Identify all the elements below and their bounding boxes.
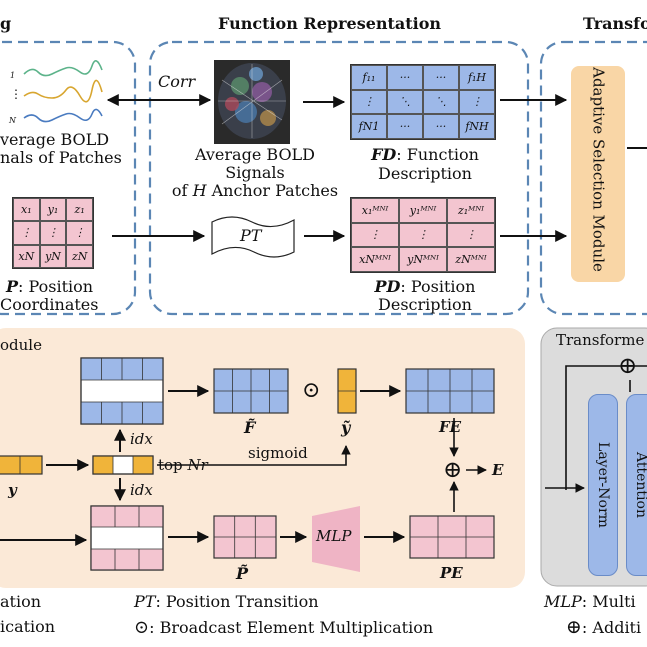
- p-cell: zN: [66, 244, 93, 268]
- p-cell: xN: [13, 244, 40, 268]
- title-function-representation: Function Representation: [218, 14, 442, 33]
- legend-pt: PT: Position Transition: [134, 592, 319, 611]
- pd-label-line2: Description: [378, 295, 472, 314]
- f-tilde-label: F̃: [244, 418, 256, 437]
- mlp-trapezoid: [312, 506, 360, 572]
- y-tilde-vector: [337, 368, 357, 414]
- section-box-function: [148, 40, 530, 316]
- pd-cell: z₁ᴹᴺᴵ: [447, 198, 495, 223]
- pe-matrix: [409, 515, 495, 559]
- pd-cell: y₁ᴹᴺᴵ: [399, 198, 447, 223]
- fd-cell: ⋮: [351, 89, 387, 115]
- mlp-label: MLP: [316, 527, 352, 545]
- legend-mlp: MLP: Multi: [544, 592, 636, 611]
- p-cell: ⋮: [39, 221, 67, 245]
- selected-p-matrix: [90, 505, 164, 571]
- p-cell: z₁: [66, 198, 93, 222]
- fd-cell: f₁₁: [351, 65, 387, 90]
- fd-cell: ···: [387, 65, 423, 90]
- fd-cell: fNH: [459, 114, 495, 139]
- fe-label: FE: [439, 418, 462, 436]
- top-nr-label: top Nr: [158, 456, 208, 474]
- p-cell: yN: [39, 244, 67, 268]
- sigmoid-label: sigmoid: [248, 444, 308, 462]
- adaptive-selection-box: [571, 66, 625, 282]
- idx-up-label: idx: [130, 430, 153, 448]
- bold-label-line2: nals of Patches: [0, 148, 122, 167]
- oplus-operator: ⊕: [443, 457, 463, 483]
- legend-oplus: ⊕: Additi: [566, 616, 642, 638]
- pd-cell: ⋮: [399, 222, 447, 248]
- p-cell: ⋮: [66, 221, 93, 245]
- y-vector: [0, 455, 43, 475]
- p-label-line2: Coordinates: [0, 295, 99, 314]
- title-transformer-partial: Transfo: [583, 14, 647, 33]
- fd-cell: ⋮: [459, 89, 495, 115]
- anchor-label-line2: Signals: [225, 163, 285, 182]
- attention-box: [626, 394, 647, 576]
- fd-cell: ···: [423, 65, 459, 90]
- transformer-title-partial: Transforme: [556, 331, 645, 349]
- legend-left-line1: ation: [0, 592, 42, 611]
- pd-label: PD: Position: [374, 277, 476, 296]
- pd-cell: ⋮: [447, 222, 495, 248]
- fd-cell: ⋱: [387, 89, 423, 115]
- bold-label-line1: verage BOLD: [0, 130, 110, 149]
- selected-fd-matrix: [80, 357, 164, 425]
- fd-cell: f₁H: [459, 65, 495, 90]
- module-title-partial: odule: [0, 336, 42, 354]
- pd-cell: zNᴹᴺᴵ: [447, 247, 495, 272]
- pe-label: PE: [440, 564, 463, 582]
- p-cell: y₁: [39, 198, 67, 222]
- arrow-transformer-input: [565, 365, 647, 490]
- pd-matrix: x₁ᴹᴺᴵ y₁ᴹᴺᴵ z₁ᴹᴺᴵ ⋮ ⋮ ⋮ xNᴹᴺᴵ yNᴹᴺᴵ zNᴹᴺ…: [350, 197, 496, 273]
- odot-operator: ⊙: [302, 378, 321, 403]
- pd-cell: yNᴹᴺᴵ: [399, 247, 447, 272]
- legend-odot: ⊙: Broadcast Element Multiplication: [134, 617, 434, 638]
- p-tilde-matrix: [213, 515, 277, 559]
- signal-index-n: N: [9, 116, 16, 125]
- fd-cell: ···: [387, 114, 423, 139]
- fd-label: FD: Function: [371, 145, 479, 164]
- arrow-sigmoid: [157, 445, 351, 466]
- e-label: E: [492, 461, 504, 479]
- legend-left-line2: ication: [0, 617, 56, 636]
- transformer-oplus: ⊕: [618, 353, 638, 379]
- signal-index-1: 1: [10, 71, 16, 80]
- p-label: P: Position: [6, 277, 94, 296]
- fd-label-line2: Description: [378, 164, 472, 183]
- signal-index-dots: ⋮: [10, 87, 22, 101]
- section-box-transformer: [539, 40, 647, 316]
- p-cell: ⋮: [13, 221, 40, 245]
- fd-matrix: f₁₁ ··· ··· f₁H ⋮ ⋱ ⋱ ⋮ fN1 ··· ··· fNH: [350, 64, 496, 140]
- layer-norm-box: [588, 394, 618, 576]
- anchor-label-line1: Average BOLD: [194, 145, 316, 164]
- pd-cell: xNᴹᴺᴵ: [351, 247, 399, 272]
- y-tilde-label: ỹ: [341, 418, 351, 437]
- y-label: y: [8, 481, 17, 499]
- pt-label: PT: [240, 226, 262, 245]
- fe-matrix: [405, 368, 495, 414]
- pd-cell: x₁ᴹᴺᴵ: [351, 198, 399, 223]
- idx-down-label: idx: [130, 481, 153, 499]
- p-tilde-label: P̃: [236, 564, 249, 583]
- fd-cell: ⋱: [423, 89, 459, 115]
- p-cell: x₁: [13, 198, 40, 222]
- f-tilde-matrix: [213, 368, 289, 414]
- pd-cell: ⋮: [351, 222, 399, 248]
- title-left-partial: g: [0, 14, 12, 33]
- fd-cell: fN1: [351, 114, 387, 139]
- p-matrix: x₁ y₁ z₁ ⋮ ⋮ ⋮ xN yN zN: [12, 197, 94, 269]
- corr-label: Corr: [158, 72, 196, 91]
- top-nr-vector: [92, 455, 154, 475]
- anchor-label-line3: of H Anchor Patches: [171, 181, 339, 200]
- section-box-left: [0, 40, 137, 316]
- fd-cell: ···: [423, 114, 459, 139]
